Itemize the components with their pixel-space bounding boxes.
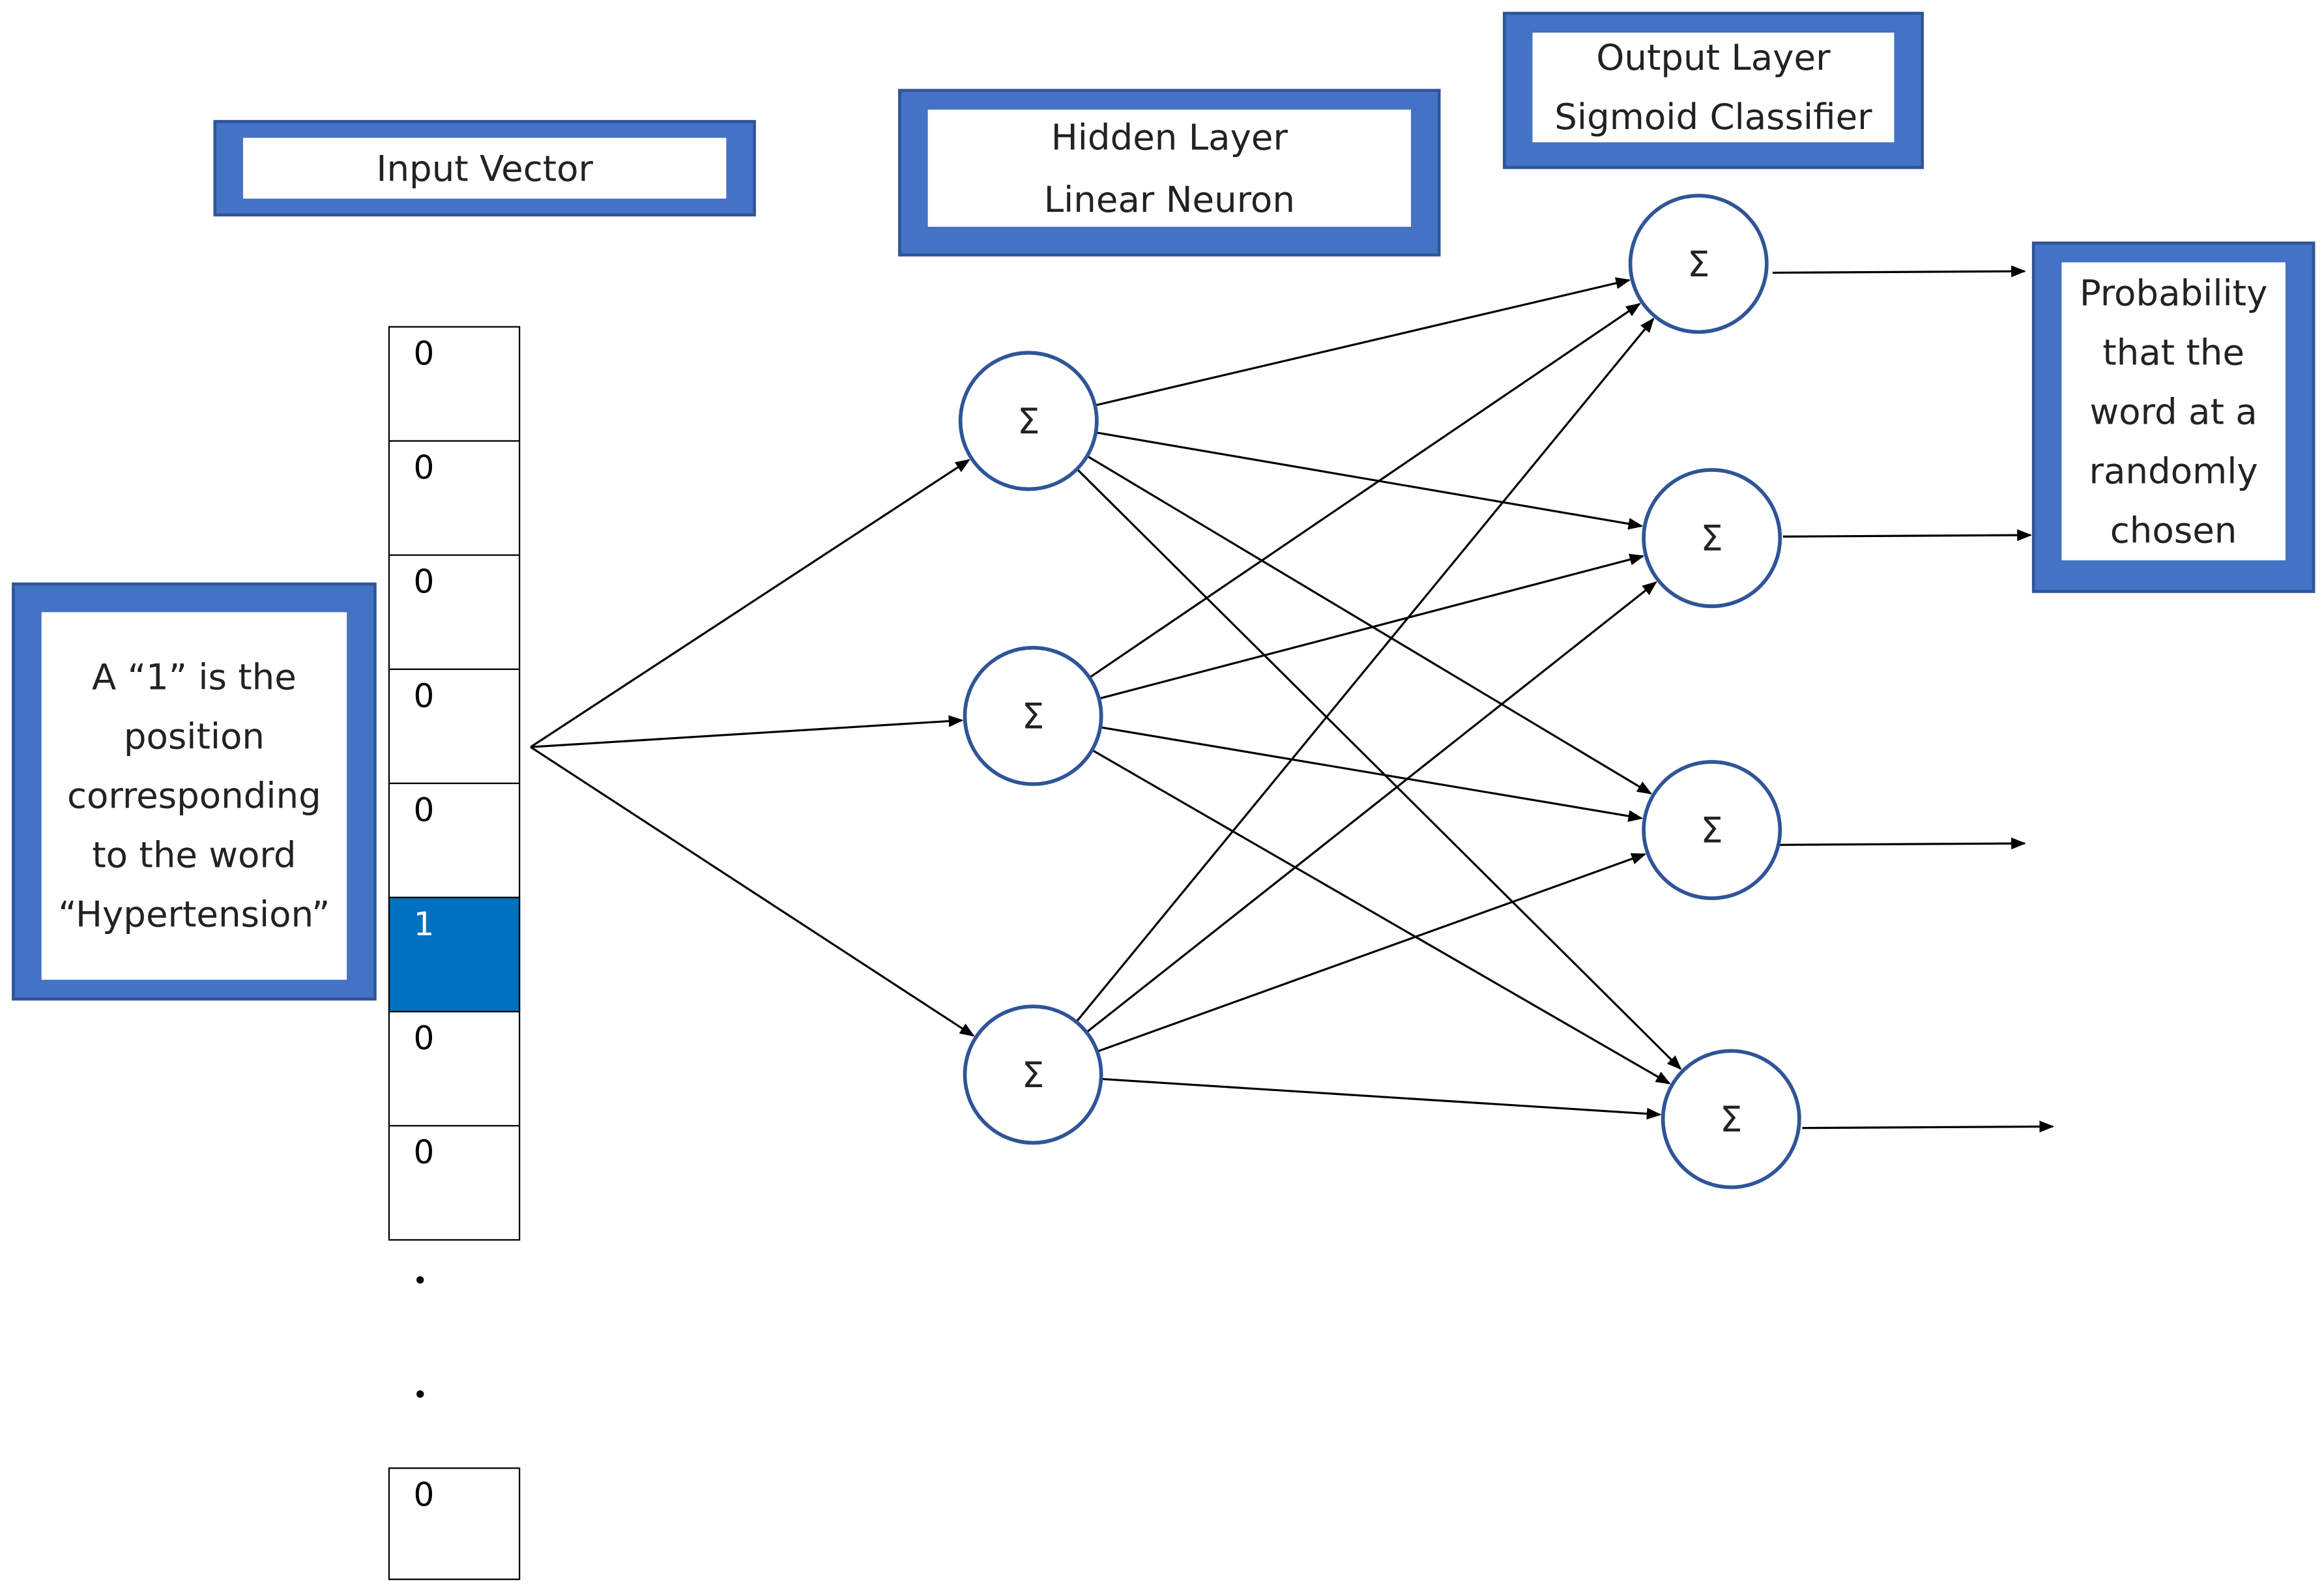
probability-note-box: Probability that the word at a randomly … bbox=[2031, 241, 2316, 593]
sigma-symbol: Σ bbox=[1720, 1098, 1743, 1140]
probability-note-line-2: that the bbox=[2102, 331, 2244, 373]
neuron-circle bbox=[1642, 760, 1782, 901]
probability-note-line-4: randomly bbox=[2089, 450, 2258, 491]
vector-cell-active: 1 bbox=[388, 896, 521, 1013]
hidden-to-output-edge bbox=[1086, 581, 1657, 1034]
output-layer-title: Output Layer bbox=[1596, 36, 1831, 79]
probability-note-line-5: chosen bbox=[2110, 509, 2237, 551]
hidden-layer-subtitle: Linear Neuron bbox=[1043, 179, 1295, 220]
vector-cell: 0 bbox=[388, 326, 521, 442]
hidden-to-output-edge bbox=[1100, 726, 1644, 823]
input-to-hidden-edge bbox=[530, 459, 970, 748]
hidden-to-output-edge bbox=[1075, 317, 1655, 1023]
one-hot-note-line-4: to the word bbox=[92, 834, 297, 877]
hidden-to-output-edge bbox=[1086, 455, 1652, 794]
sigma-symbol: Σ bbox=[1022, 695, 1044, 736]
vector-cell-last: 0 bbox=[388, 1467, 521, 1581]
input-to-hidden-edge bbox=[530, 715, 964, 748]
output-layer-subtitle: Sigmoid Classifier bbox=[1554, 96, 1872, 138]
input-vector-label: Input Vector bbox=[376, 147, 593, 189]
hidden-to-output-edge bbox=[1096, 853, 1647, 1053]
sigma-symbol: Σ bbox=[1017, 400, 1040, 442]
one-hot-note-line-2: position bbox=[123, 716, 265, 758]
input-to-hidden-edge bbox=[530, 746, 975, 1037]
hidden-to-output-edge bbox=[1096, 431, 1644, 530]
one-hot-note-line-1: A “1” is the bbox=[92, 656, 297, 699]
hidden-layer-label-box: Hidden Layer Linear Neuron bbox=[898, 89, 1441, 257]
network-neurons: Σ Σ Σ Σ Σ Σ Σ bbox=[958, 194, 1801, 1189]
vector-cell: 0 bbox=[388, 1011, 521, 1127]
hidden-neuron: Σ bbox=[963, 1004, 1103, 1145]
sigma-symbol: Σ bbox=[1022, 1054, 1044, 1096]
probability-note-line-3: word at a bbox=[2089, 390, 2258, 432]
sigma-symbol: Σ bbox=[1700, 518, 1723, 559]
hidden-to-output-edge bbox=[1088, 302, 1641, 678]
output-arrow bbox=[1802, 1120, 2055, 1133]
hidden-to-output-edge bbox=[1076, 468, 1682, 1070]
output-neuron: Σ bbox=[1642, 760, 1782, 901]
neuron-circle bbox=[1661, 1049, 1801, 1189]
neuron-circle bbox=[963, 645, 1103, 786]
neuron-circle bbox=[1628, 194, 1769, 334]
vector-cell: 0 bbox=[388, 782, 521, 899]
hidden-layer-title: Hidden Layer bbox=[1051, 116, 1288, 158]
network-edges bbox=[530, 265, 2055, 1133]
output-arrow bbox=[1782, 529, 2032, 542]
vector-cell: 0 bbox=[388, 440, 521, 556]
one-hot-note-line-3: corresponding bbox=[66, 775, 321, 817]
neuron-circle bbox=[958, 351, 1099, 491]
output-neuron: Σ bbox=[1642, 468, 1782, 608]
hidden-neuron: Σ bbox=[963, 645, 1103, 786]
neuron-circle bbox=[963, 1004, 1103, 1145]
hidden-to-output-edge bbox=[1091, 749, 1671, 1085]
probability-note-line-1: Probability bbox=[2079, 272, 2268, 313]
hidden-to-output-edge bbox=[1101, 1077, 1662, 1120]
vector-cell: 0 bbox=[388, 1125, 521, 1241]
output-arrow bbox=[1772, 265, 2026, 278]
output-neuron: Σ bbox=[1661, 1049, 1801, 1189]
output-arrow bbox=[1779, 838, 2026, 850]
sigma-symbol: Σ bbox=[1700, 809, 1723, 851]
output-layer-label-box: Output Layer Sigmoid Classifier bbox=[1503, 12, 1924, 169]
hidden-neuron: Σ bbox=[958, 351, 1099, 491]
neuron-circle bbox=[1642, 468, 1782, 608]
input-vector-label-box: Input Vector bbox=[213, 120, 756, 217]
ellipsis-dot bbox=[416, 1276, 424, 1284]
output-neuron: Σ bbox=[1628, 194, 1769, 334]
sigma-symbol: Σ bbox=[1687, 243, 1710, 285]
ellipsis-dot bbox=[416, 1390, 424, 1398]
vector-cell: 0 bbox=[388, 668, 521, 785]
hidden-to-output-edge bbox=[1094, 277, 1631, 407]
vector-cell: 0 bbox=[388, 554, 521, 670]
one-hot-note-box: A “1” is the position corresponding to t… bbox=[12, 582, 377, 1001]
hidden-to-output-edge bbox=[1098, 553, 1645, 700]
one-hot-note-line-5: “Hypertension” bbox=[58, 894, 330, 936]
